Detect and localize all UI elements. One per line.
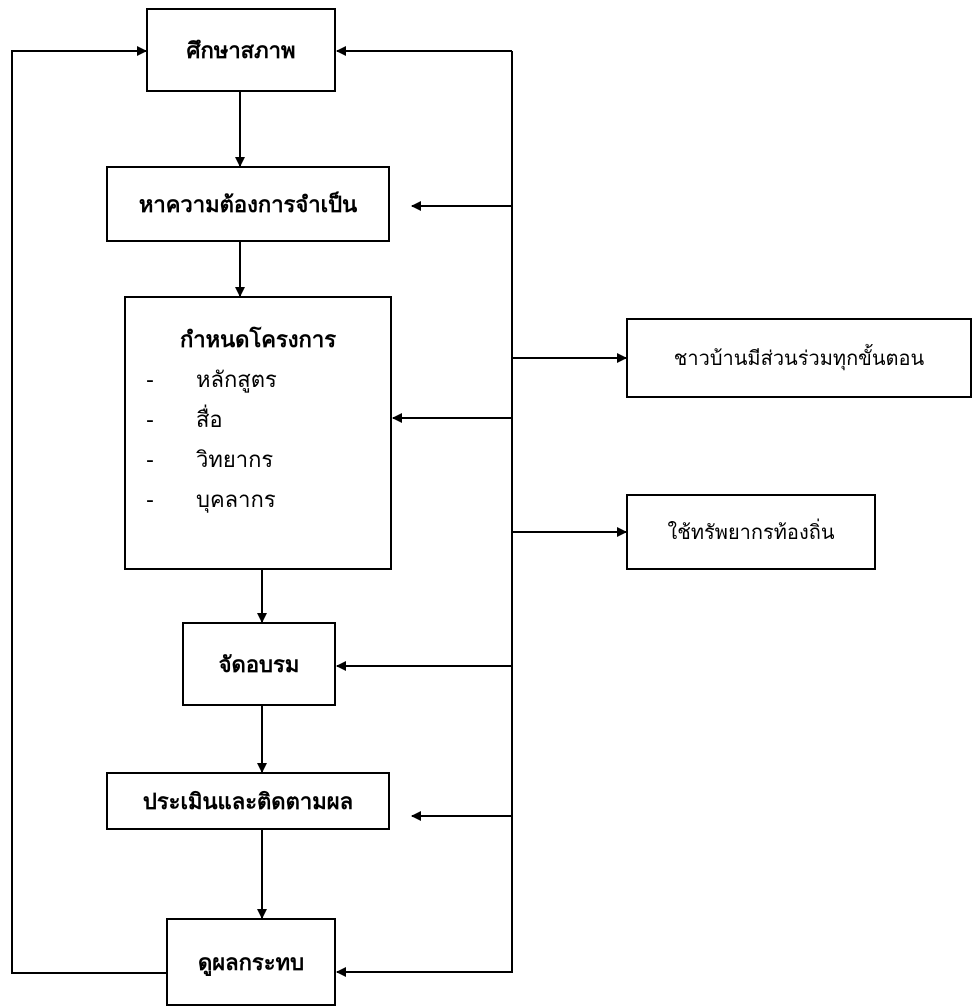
note-participation-box: ชาวบ้านมีส่วนร่วมทุกขั้นตอน [626, 318, 972, 398]
plan-item-bullet: - [146, 368, 154, 393]
plan-item-bullet: - [146, 488, 154, 513]
step-study-label: ศึกษาสภาพ [186, 38, 296, 64]
step-needs-label: หาความต้องการจำเป็น [138, 192, 358, 218]
plan-item-media: - สื่อ [126, 401, 390, 441]
plan-item-curriculum: - หลักสูตร [126, 361, 390, 401]
step-impact-box: ดูผลกระทบ [166, 918, 336, 1006]
plan-item-label: สื่อ [196, 408, 223, 433]
step-training-box: จัดอบรม [182, 622, 336, 706]
plan-item-label: บุคลากร [196, 488, 276, 513]
plan-item-label: หลักสูตร [196, 368, 277, 393]
feedback-loop-line [11, 46, 166, 974]
plan-item-bullet: - [146, 448, 154, 473]
plan-item-personnel: - บุคลากร [126, 481, 390, 521]
step-study-box: ศึกษาสภาพ [146, 8, 336, 92]
step-impact-label: ดูผลกระทบ [197, 950, 305, 976]
step-training-label: จัดอบรม [218, 652, 300, 678]
note-local-resources-box: ใช้ทรัพยากรท้องถิ่น [626, 494, 876, 570]
step-plan-box: กำหนดโครงการ - หลักสูตร - สื่อ - วิทยากร… [124, 296, 392, 570]
step-plan-title: กำหนดโครงการ [179, 328, 337, 353]
note-participation-label: ชาวบ้านมีส่วนร่วมทุกขั้นตอน [673, 346, 925, 370]
plan-item-label: วิทยากร [196, 448, 274, 473]
step-evaluate-label: ประเมินและติดตามผล [142, 789, 354, 815]
step-evaluate-box: ประเมินและติดตามผล [106, 772, 390, 830]
plan-item-speakers: - วิทยากร [126, 441, 390, 481]
step-needs-box: หาความต้องการจำเป็น [106, 166, 390, 242]
note-local-resources-label: ใช้ทรัพยากรท้องถิ่น [667, 520, 835, 544]
plan-item-bullet: - [146, 408, 154, 433]
